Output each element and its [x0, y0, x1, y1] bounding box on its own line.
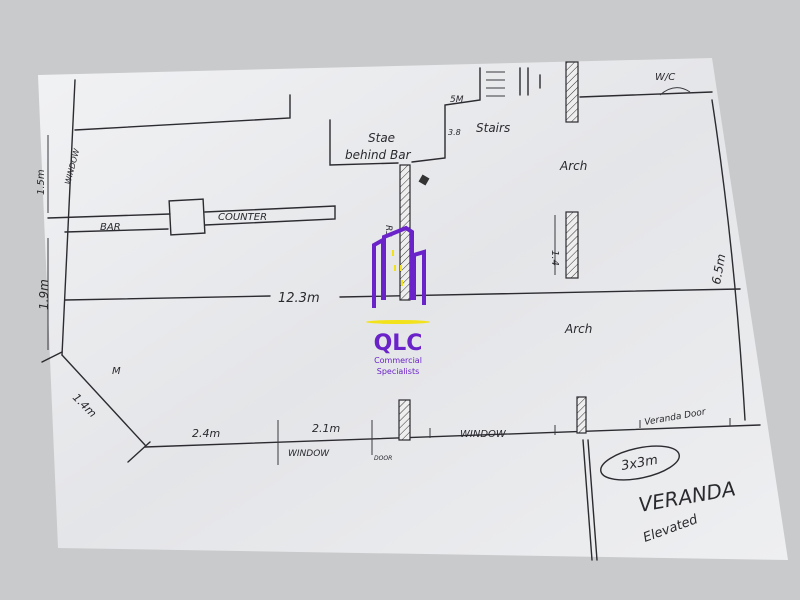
label-counter: COUNTER — [218, 212, 267, 223]
label-bottom-mid-span: 2.1m — [312, 422, 340, 435]
label-left-lower: 1.9m — [37, 279, 51, 310]
label-diagonal-mark: M — [112, 366, 121, 377]
label-arch-top: Arch — [559, 159, 587, 173]
label-bottom-window-2: WINDOW — [460, 429, 507, 440]
label-total-length: 12.3m — [278, 291, 320, 306]
column — [576, 396, 587, 434]
counter-box — [168, 198, 206, 236]
label-left-window-height: 1.5m — [36, 169, 47, 195]
label-bar: BAR — [100, 222, 121, 233]
column — [399, 164, 411, 301]
label-wc: W/C — [655, 72, 675, 83]
label-arch-bottom: Arch — [564, 322, 592, 336]
label-right-wall: 6.5m — [709, 253, 728, 286]
label-stairs-depth: 3.8 — [448, 128, 461, 137]
label-door-small: DOOR — [374, 455, 392, 462]
qlc-logo-watermark: QLC Commercial Specialists — [366, 225, 430, 376]
label-bottom-left-span: 2.4m — [192, 427, 220, 440]
column — [565, 61, 579, 123]
logo-name: QLC — [374, 331, 423, 356]
small-object — [418, 174, 430, 186]
label-store: Stae — [368, 131, 395, 145]
label-veranda-size: 3x3m — [620, 453, 659, 474]
label-column-mark: R3 — [383, 225, 393, 237]
column — [398, 399, 411, 441]
label-store-behind-bar: behind Bar — [345, 148, 412, 162]
label-stairs-width: 5M — [450, 95, 464, 105]
logo-line2: Specialists — [377, 367, 420, 376]
label-bottom-window-1: WINDOW — [288, 449, 330, 459]
logo-line1: Commercial — [374, 356, 422, 365]
walls — [41, 67, 761, 561]
column — [565, 211, 579, 279]
paper-sheet — [38, 58, 788, 560]
veranda-size-oval — [600, 445, 680, 481]
label-arch-width: 1.4 — [549, 250, 560, 266]
label-stairs: Stairs — [476, 121, 510, 135]
